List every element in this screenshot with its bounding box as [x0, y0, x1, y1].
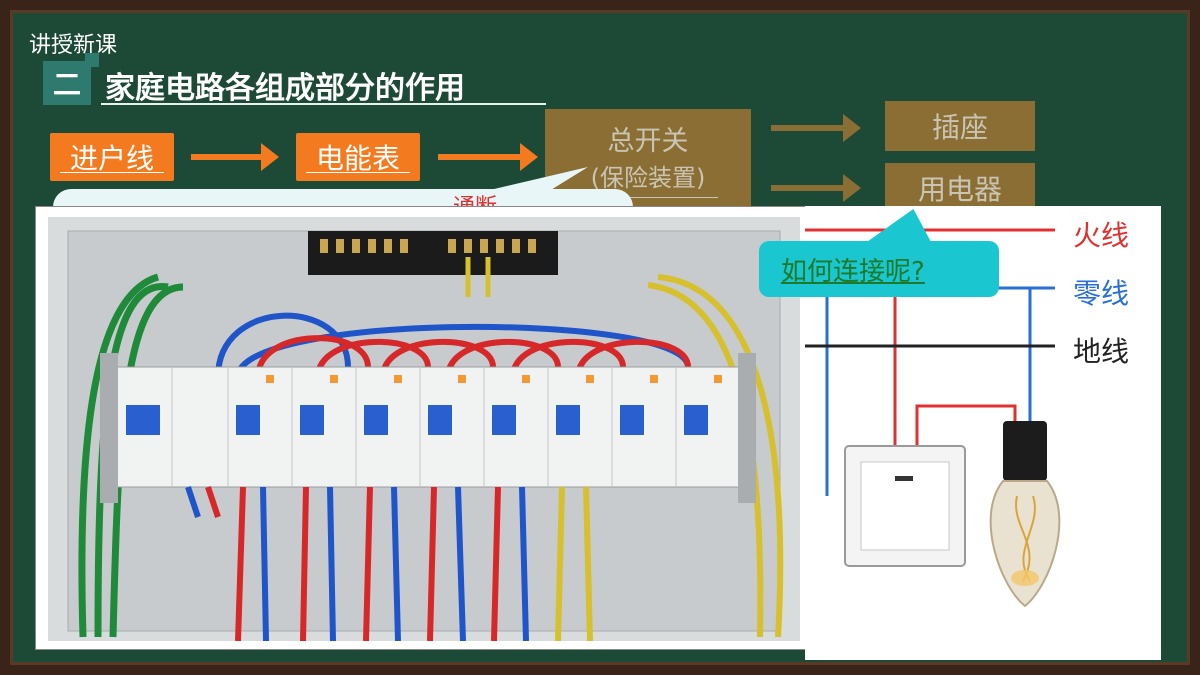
speech-bubble-right — [759, 241, 999, 297]
arrow-right-icon — [771, 174, 861, 202]
distribution-box-photo — [35, 206, 807, 650]
flow-box-meter[interactable]: 电能表 — [296, 133, 420, 181]
label-live-wire: 火线 — [1073, 219, 1130, 252]
slide-frame: 讲授新课 二 家庭电路各组成部分的作用 进户线 电能表 总开关 (保险装置) 插… — [10, 10, 1190, 665]
underline — [306, 172, 410, 173]
label-neutral-wire: 零线 — [1073, 277, 1130, 310]
section-label: 讲授新课 — [29, 33, 118, 58]
flow-label-meter: 电能表 — [315, 142, 400, 175]
heading-number-badge: 二 — [43, 53, 99, 105]
heading-underline — [101, 103, 546, 105]
speech-bubble-tail — [443, 167, 588, 201]
arrow-right-icon — [438, 143, 538, 171]
wiring-diagram-svg — [805, 228, 1061, 608]
arrow-right-icon — [771, 114, 861, 142]
flow-label-main-switch: 总开关 — [607, 125, 689, 157]
flow-label-fuse: (保险装置) — [590, 163, 706, 192]
label-ground-wire: 地线 — [1073, 335, 1130, 368]
arrow-right-icon — [191, 143, 279, 171]
flow-box-appliance[interactable]: 用电器 — [885, 163, 1035, 213]
flow-label-appliance: 用电器 — [917, 173, 1002, 206]
distribution-box-image — [48, 217, 800, 641]
bubble-question-link[interactable]: 如何连接呢? — [781, 257, 925, 287]
flow-label-socket: 插座 — [931, 111, 988, 144]
breaker-panel-illustration — [48, 217, 800, 641]
underline — [60, 172, 164, 173]
flow-box-service-line[interactable]: 进户线 — [50, 133, 174, 181]
heading-title: 家庭电路各组成部分的作用 — [105, 71, 465, 106]
flow-label-service-line: 进户线 — [69, 142, 154, 175]
flow-box-socket[interactable]: 插座 — [885, 101, 1035, 151]
underline — [578, 196, 718, 198]
